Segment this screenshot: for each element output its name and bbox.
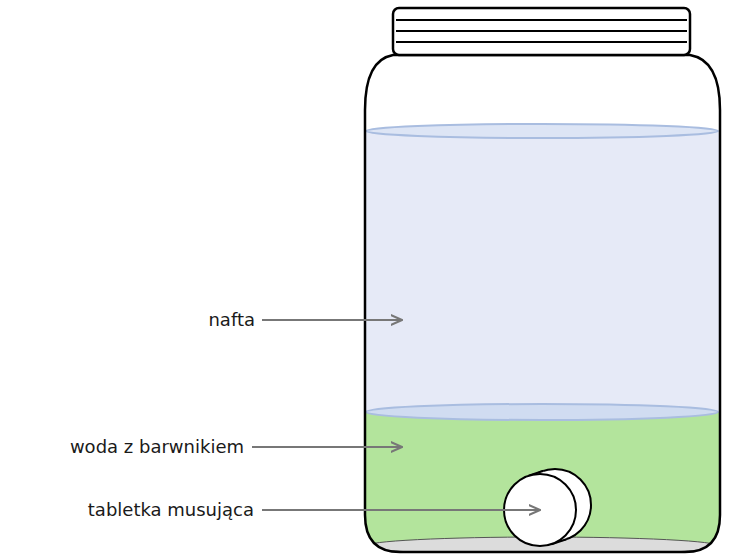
leader-line <box>252 446 402 448</box>
jar-contents <box>360 124 730 555</box>
leader-line <box>262 319 402 321</box>
effervescent-tablet <box>504 469 591 546</box>
jar-outline <box>365 55 720 552</box>
part-label: tabletka musująca <box>88 499 254 521</box>
part-label: woda z barwnikiem <box>70 436 244 458</box>
liquid-surface <box>366 124 718 138</box>
layer-interface <box>366 404 718 420</box>
leader-line <box>262 509 540 511</box>
water-layer <box>360 412 730 555</box>
lid-ridges <box>396 20 687 42</box>
jar-lid <box>393 8 690 55</box>
leader-lines <box>252 320 540 510</box>
naphtha-layer <box>360 131 730 413</box>
part-label: nafta <box>208 309 255 331</box>
